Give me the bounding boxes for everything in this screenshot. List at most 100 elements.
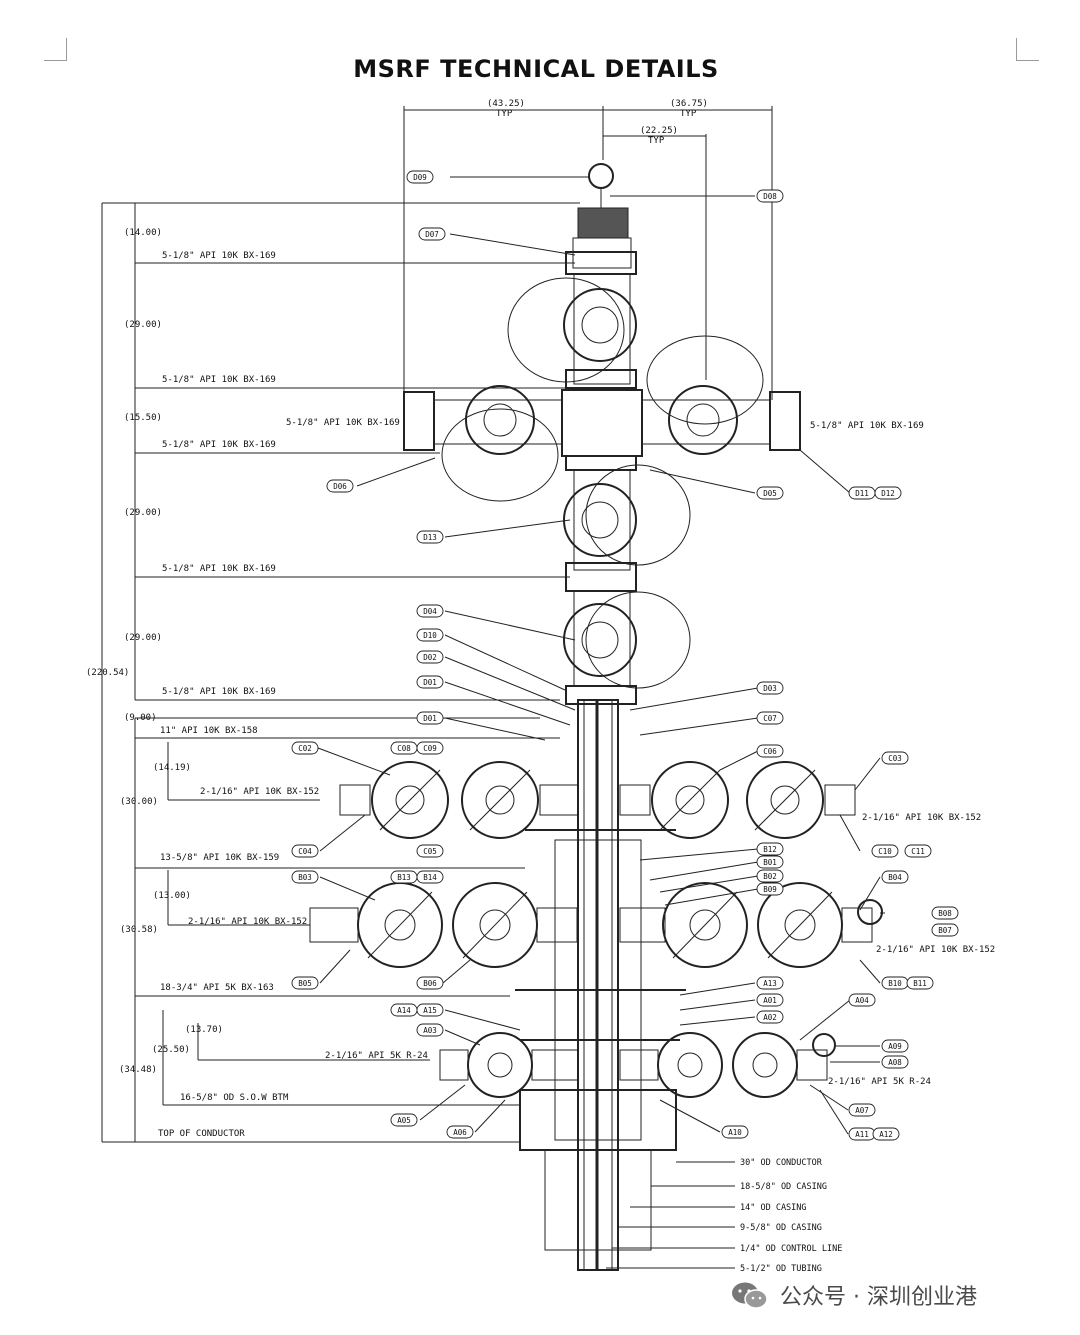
tag-label: B11 (913, 979, 927, 988)
tag-bubble-a14: A14 (390, 1003, 418, 1017)
tag-label: D06 (333, 482, 347, 491)
top-dim-2: (36.75) (670, 99, 708, 109)
tag-label: D01 (423, 714, 437, 723)
tag-bubble-d13: D13 (416, 530, 444, 544)
tag-bubble-d12: D12 (874, 486, 902, 500)
tag-bubble-a05: A05 (390, 1113, 418, 1127)
tag-bubble-d01: D01 (416, 711, 444, 725)
tag-label: A05 (397, 1116, 411, 1125)
tag-label: C11 (911, 847, 925, 856)
tag-bubble-d02: D02 (416, 650, 444, 664)
left-dim: (13.70) (185, 1025, 223, 1035)
tag-label: D07 (425, 230, 439, 239)
left-dim: (9.00) (124, 713, 157, 723)
tag-bubble-c10: C10 (871, 844, 899, 858)
tag-bubble-a06: A06 (446, 1125, 474, 1139)
wechat-icon (732, 1282, 768, 1309)
tag-bubble-c07: C07 (756, 711, 784, 725)
left-dim: (30.00) (120, 797, 158, 807)
casing-label: 30" OD CONDUCTOR (740, 1158, 823, 1168)
tag-bubble-a04: A04 (848, 993, 876, 1007)
tag-label: D12 (881, 489, 895, 498)
tag-bubble-b02: B02 (756, 869, 784, 883)
connection-label: 5-1/8" API 10K BX-169 (286, 418, 400, 428)
left-dim: (13.00) (153, 891, 191, 901)
tag-bubble-c09: C09 (416, 741, 444, 755)
tag-label: D05 (763, 489, 777, 498)
left-dim: (30.58) (120, 925, 158, 935)
connection-label: TOP OF CONDUCTOR (158, 1129, 245, 1139)
tag-bubble-a11: A11 (848, 1127, 876, 1141)
tag-bubble-c04: C04 (291, 844, 319, 858)
tag-bubble-b09: B09 (756, 882, 784, 896)
tag-bubble-d10: D10 (416, 628, 444, 642)
connection-label: 2-1/16" API 10K BX-152 (200, 787, 319, 797)
tag-bubble-c11: C11 (904, 844, 932, 858)
tag-label: D09 (413, 173, 427, 182)
tag-bubble-b11: B11 (906, 976, 934, 990)
tag-label: D13 (423, 533, 437, 542)
tag-bubble-d06: D06 (326, 479, 354, 493)
tag-label: D03 (763, 684, 777, 693)
tag-label: B02 (763, 872, 777, 881)
tag-label: D04 (423, 607, 437, 616)
tag-label: A14 (397, 1006, 411, 1015)
watermark-text: 公众号 · 深圳创业港 (780, 1285, 977, 1310)
tag-bubble-a13: A13 (756, 976, 784, 990)
tag-label: C05 (423, 847, 437, 856)
tag-bubble-a10: A10 (721, 1125, 749, 1139)
tag-label: C03 (888, 754, 902, 763)
tag-label: A06 (453, 1128, 467, 1137)
connection-label: 5-1/8" API 10K BX-169 (810, 421, 924, 431)
tag-label: C04 (298, 847, 312, 856)
tag-label: B09 (763, 885, 777, 894)
tag-label: A02 (763, 1013, 777, 1022)
tag-bubble-a07: A07 (848, 1103, 876, 1117)
connection-label: 5-1/8" API 10K BX-169 (162, 687, 276, 697)
tag-bubble-a03: A03 (416, 1023, 444, 1037)
tag-label: B07 (938, 926, 952, 935)
tag-bubble-d11: D11 (848, 486, 876, 500)
corner-mark-top-left (44, 38, 67, 61)
connection-label: 2-1/16" API 10K BX-152 (188, 917, 307, 927)
left-dim: (15.50) (124, 413, 162, 423)
tag-label: A03 (423, 1026, 437, 1035)
tag-label: D08 (763, 192, 777, 201)
tag-bubble-a09: A09 (881, 1039, 909, 1053)
tag-bubble-a08: A08 (881, 1055, 909, 1069)
left-dim: (29.00) (124, 508, 162, 518)
tag-bubble-b07: B07 (931, 923, 959, 937)
casing-label: 9-5/8" OD CASING (740, 1223, 822, 1233)
connection-label: 2-1/16" API 10K BX-152 (876, 945, 995, 955)
tag-bubble-a15: A15 (416, 1003, 444, 1017)
top-dim-3-typ: TYP (648, 136, 665, 146)
tag-label: A01 (763, 996, 777, 1005)
tag-bubble-b01: B01 (756, 855, 784, 869)
tag-label: B10 (888, 979, 902, 988)
tag-label: D10 (423, 631, 437, 640)
tag-label: D01 (423, 678, 437, 687)
tag-label: D02 (423, 653, 437, 662)
tag-bubble-b03: B03 (291, 870, 319, 884)
top-dim-1-typ: TYP (496, 109, 513, 119)
tag-label: B08 (938, 909, 952, 918)
casing-label: 14" OD CASING (740, 1203, 807, 1213)
tag-label: A07 (855, 1106, 869, 1115)
tag-label: B13 (397, 873, 411, 882)
top-dim-1: (43.25) (487, 99, 525, 109)
connection-label: 5-1/8" API 10K BX-169 (162, 375, 276, 385)
corner-mark-top-right (1016, 38, 1039, 61)
connection-label: 5-1/8" API 10K BX-169 (162, 251, 276, 261)
connection-label: 13-5/8" API 10K BX-159 (160, 853, 279, 863)
connection-label: 5-1/8" API 10K BX-169 (162, 564, 276, 574)
tag-label: B14 (423, 873, 437, 882)
tag-bubble-c08: C08 (390, 741, 418, 755)
tag-bubble-b04: B04 (881, 870, 909, 884)
left-dim: (25.50) (152, 1045, 190, 1055)
tag-bubble-c05: C05 (416, 844, 444, 858)
tag-bubble-a01: A01 (756, 993, 784, 1007)
top-dim-3: (22.25) (640, 126, 678, 136)
casing-label: 5-1/2" OD TUBING (740, 1264, 822, 1274)
tag-label: A09 (888, 1042, 902, 1051)
left-dim: (14.19) (153, 763, 191, 773)
